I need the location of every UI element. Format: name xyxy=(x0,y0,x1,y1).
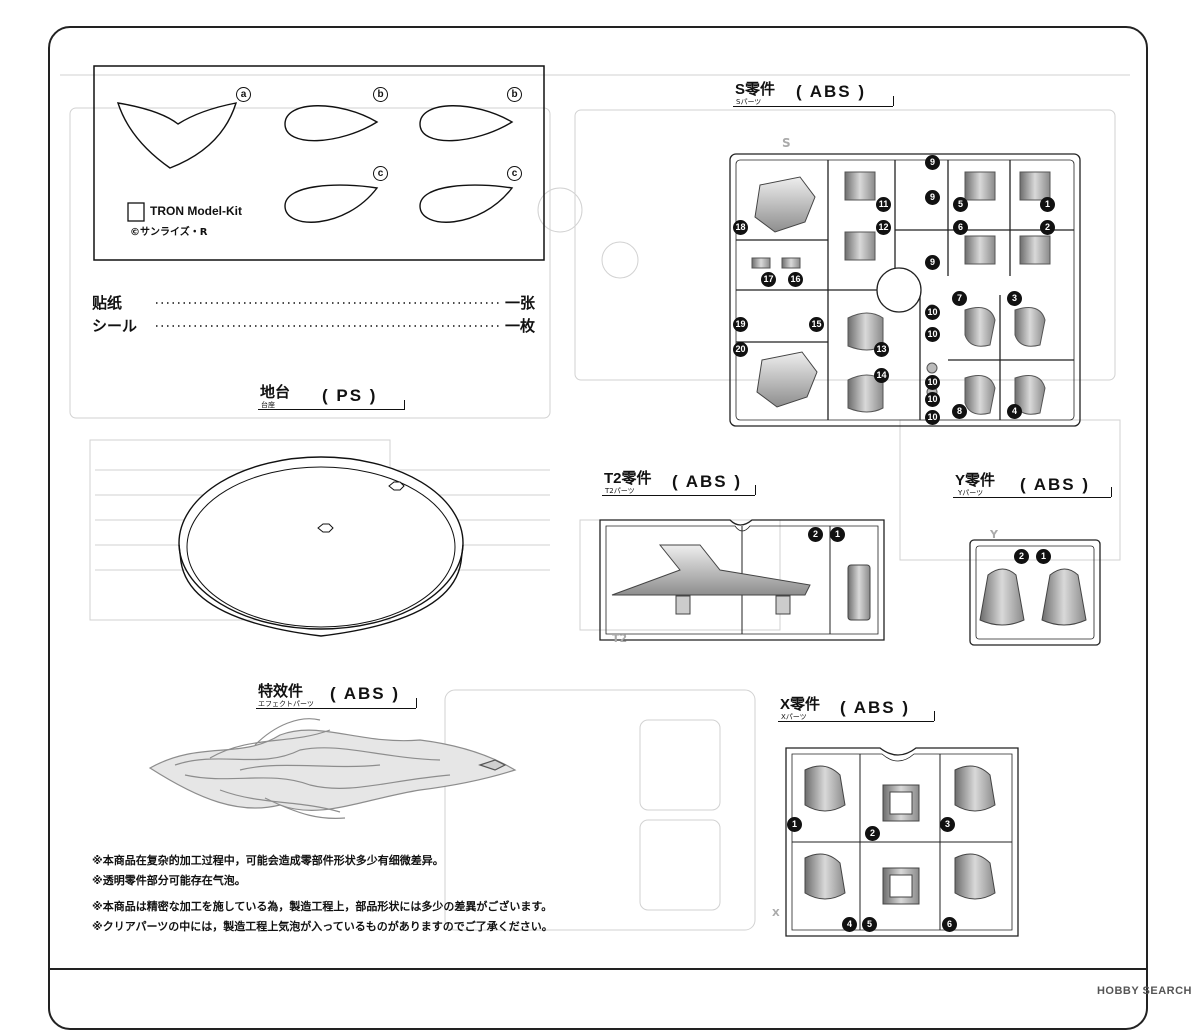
s-part-number: 10 xyxy=(925,410,940,425)
runner-t2-material: ( ABS ) xyxy=(672,472,743,491)
base-material: ( PS ) xyxy=(322,386,378,405)
watermark: HOBBY SEARCH xyxy=(1096,985,1192,997)
runner-x-tag: X xyxy=(772,908,780,919)
s-part-number: 9 xyxy=(925,255,940,270)
s-part-number: 12 xyxy=(876,220,891,235)
s-part-number: 6 xyxy=(953,220,968,235)
effect-material: ( ABS ) xyxy=(330,684,401,703)
runner-y-material: ( ABS ) xyxy=(1020,475,1091,494)
runner-x-material: ( ABS ) xyxy=(840,698,911,717)
s-part-number: 14 xyxy=(874,368,889,383)
runner-y-subtitle: Yパーツ xyxy=(958,489,984,497)
x-part-number: 2 xyxy=(865,826,880,841)
runner-s-frame xyxy=(729,153,1081,427)
s-part-number: 15 xyxy=(809,317,824,332)
x-part-number: 3 xyxy=(940,817,955,832)
parts-diagram xyxy=(60,65,1130,937)
sticker-sheet xyxy=(93,65,545,261)
sticker-brand: TRON Model-Kit xyxy=(150,204,242,218)
note-4: ※クリアパーツの中には，製造工程上気泡が入っているものがありますのでご了承くださ… xyxy=(92,920,553,933)
x-part-number: 1 xyxy=(787,817,802,832)
sticker-row2-label: シール xyxy=(92,317,138,335)
runner-t2-subtitle: T2パーツ xyxy=(605,487,635,495)
sticker-label-c-2: c xyxy=(507,166,522,181)
base-disc xyxy=(178,456,464,637)
s-part-number: 10 xyxy=(925,305,940,320)
base-title: 地台 xyxy=(260,384,291,401)
x-part-number: 6 xyxy=(942,917,957,932)
runner-y-tag: Y xyxy=(990,528,998,541)
note-2: ※透明零件部分可能存在气泡。 xyxy=(92,874,246,887)
s-part-number: 9 xyxy=(925,155,940,170)
s-part-number: 20 xyxy=(733,342,748,357)
sticker-row2-count: 一枚 xyxy=(505,317,536,335)
s-part-number: 8 xyxy=(952,404,967,419)
runner-y-title: Y零件 xyxy=(955,472,996,489)
sticker-label-c-1: c xyxy=(373,166,388,181)
runner-t2 xyxy=(599,519,885,641)
runner-s-subtitle: Sパーツ xyxy=(736,98,762,106)
s-part-number: 4 xyxy=(1007,404,1022,419)
runner-s-parts xyxy=(751,171,1051,415)
t2-part-number: 2 xyxy=(808,527,823,542)
sticker-row1-count: 一张 xyxy=(505,294,536,312)
sticker-label-a: a xyxy=(236,87,251,102)
s-part-number: 7 xyxy=(952,291,967,306)
s-part-number: 18 xyxy=(733,220,748,235)
sticker-leaders xyxy=(156,302,500,327)
s-part-number: 10 xyxy=(925,392,940,407)
sticker-label-b-2: b xyxy=(507,87,522,102)
runner-x xyxy=(785,747,1019,937)
effect-title: 特效件 xyxy=(258,683,304,700)
note-3: ※本商品は精密な加工を施している為，製造工程上，部品形状には多少の差異がございま… xyxy=(92,900,553,913)
s-part-number: 9 xyxy=(925,190,940,205)
s-part-number: 2 xyxy=(1040,220,1055,235)
sticker-copyright: ©サンライズ・R xyxy=(130,227,208,238)
x-part-number: 5 xyxy=(862,917,877,932)
sticker-label-b-1: b xyxy=(373,87,388,102)
s-part-number: 3 xyxy=(1007,291,1022,306)
x-part-number: 4 xyxy=(842,917,857,932)
s-part-number: 10 xyxy=(925,375,940,390)
bottom-rule xyxy=(48,968,1146,970)
s-part-number: 17 xyxy=(761,272,776,287)
effect-subtitle: エフェクトパーツ xyxy=(258,700,314,708)
runner-s-material: ( ABS ) xyxy=(796,82,867,101)
runner-t2-tag: T2 xyxy=(612,632,628,645)
sticker-row1-label: 贴纸 xyxy=(92,294,123,312)
s-part-number: 13 xyxy=(874,342,889,357)
effect-flame xyxy=(148,718,517,819)
s-part-number: 10 xyxy=(925,327,940,342)
y-part-number: 1 xyxy=(1036,549,1051,564)
t2-part-number: 1 xyxy=(830,527,845,542)
runner-y xyxy=(969,539,1101,646)
runner-x-title: X零件 xyxy=(780,696,821,713)
s-part-number: 11 xyxy=(876,197,891,212)
runner-s-tag: S xyxy=(782,136,791,150)
runner-x-subtitle: Xパーツ xyxy=(781,713,807,721)
note-1: ※本商品在复杂的加工过程中，可能会造成零部件形状多少有细微差异。 xyxy=(92,854,444,867)
s-part-number: 1 xyxy=(1040,197,1055,212)
s-part-number: 19 xyxy=(733,317,748,332)
runner-t2-title: T2零件 xyxy=(604,470,652,487)
s-part-number: 16 xyxy=(788,272,803,287)
runner-s-title: S零件 xyxy=(735,81,776,98)
base-subtitle: 台座 xyxy=(261,401,275,409)
y-part-number: 2 xyxy=(1014,549,1029,564)
s-part-number: 5 xyxy=(953,197,968,212)
